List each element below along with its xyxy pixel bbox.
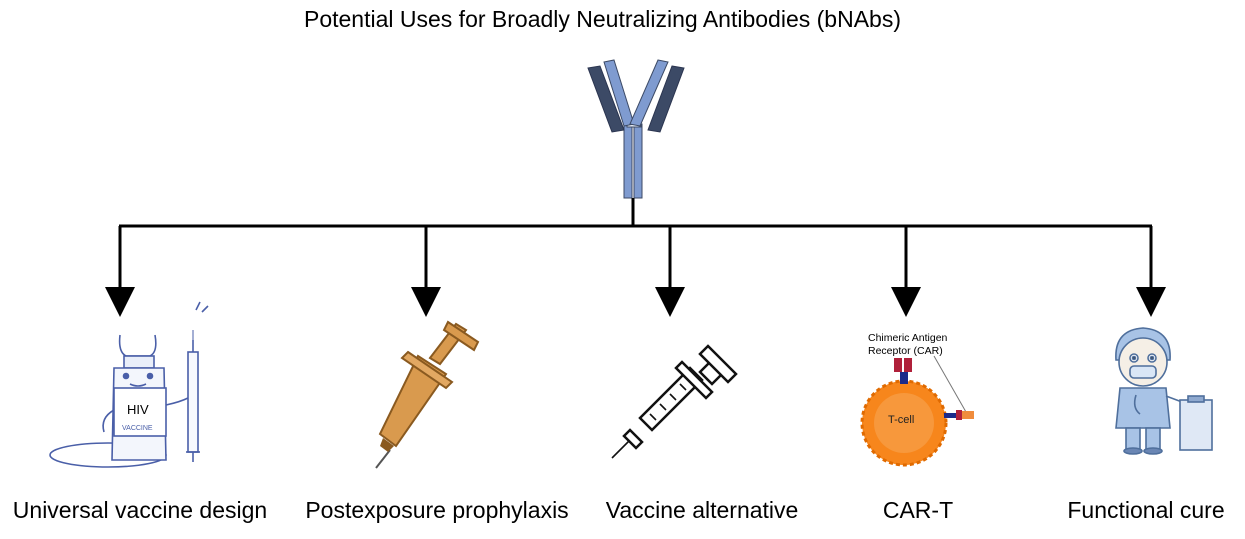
branch-label-vaccine-alternative: Vaccine alternative xyxy=(605,497,799,523)
branch-label-postexposure-prophylaxis: Postexposure prophylaxis xyxy=(305,497,569,523)
vial-text: HIV xyxy=(127,402,149,417)
car-callout-line1: Chimeric Antigen xyxy=(868,332,948,344)
vial-subtext: VACCINE xyxy=(122,425,153,432)
sketch-syringe-icon xyxy=(611,344,738,459)
branch-label-universal-vaccine-design: Universal vaccine design xyxy=(12,497,268,523)
vaccine-vial-icon: HIV VACCINE xyxy=(49,301,209,468)
t-cell-label: T-cell xyxy=(888,414,914,426)
branch-label-functional-cure: Functional cure xyxy=(1067,497,1225,523)
branch-label-car-t: CAR-T xyxy=(882,497,954,523)
orange-syringe-icon xyxy=(375,320,480,469)
doctor-icon xyxy=(1115,327,1213,455)
antibody-icon xyxy=(587,59,685,199)
page-title: Potential Uses for Broadly Neutralizing … xyxy=(303,6,901,32)
car-callout-line2: Receptor (CAR) xyxy=(868,345,943,357)
t-cell-icon: Chimeric Antigen Receptor (CAR) T-cell xyxy=(860,332,974,467)
connector-tree xyxy=(105,198,1166,317)
